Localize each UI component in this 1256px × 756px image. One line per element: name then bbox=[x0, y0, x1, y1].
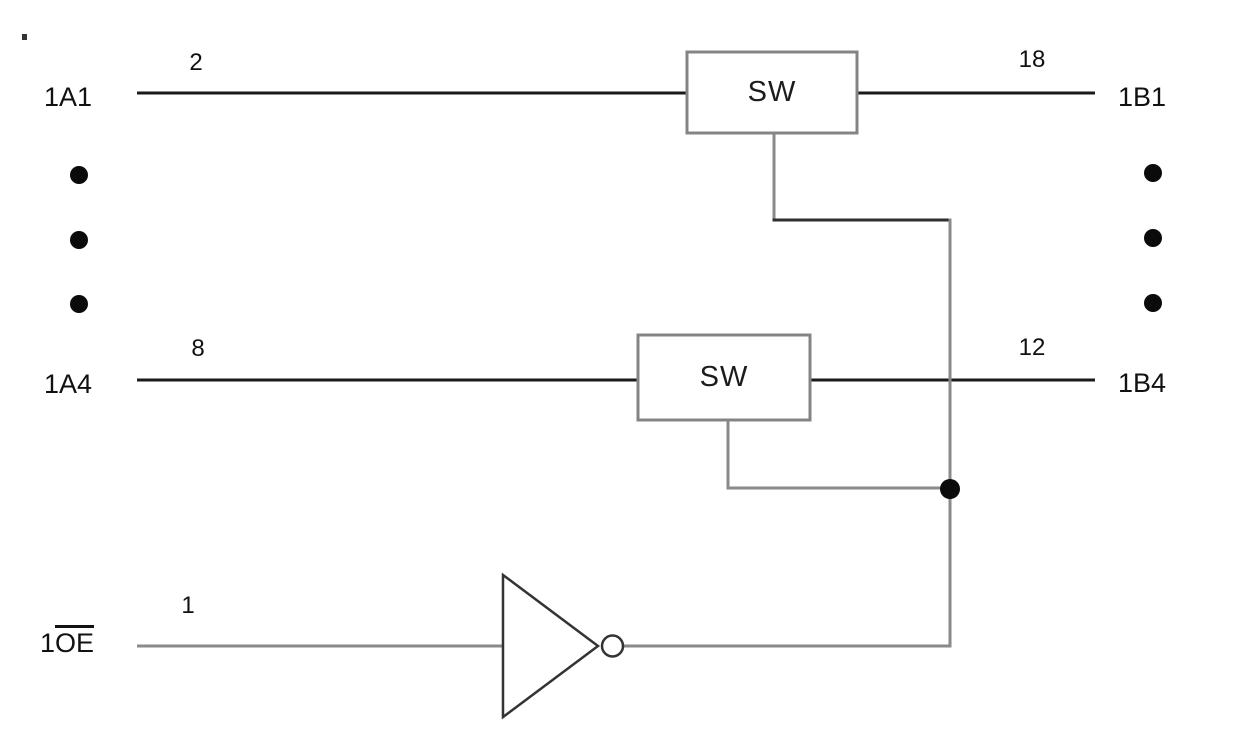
ellipsis-dot-left-1 bbox=[70, 166, 88, 184]
switch-2-label: SW bbox=[699, 361, 749, 393]
port-label-1b1: 1B1 bbox=[1118, 82, 1167, 112]
pin-number-2: 2 bbox=[189, 49, 203, 76]
pin-number-1: 1 bbox=[181, 592, 195, 619]
switch-1-label: SW bbox=[747, 76, 797, 108]
inverter-triangle-icon bbox=[501, 572, 601, 720]
port-label-1b4: 1B4 bbox=[1118, 368, 1167, 398]
oe-overline-text: OE bbox=[55, 625, 95, 657]
pin-number-12: 12 bbox=[1018, 334, 1046, 361]
switch-box-1 bbox=[685, 50, 859, 135]
pin-number-8: 8 bbox=[191, 335, 205, 362]
switch-box-2 bbox=[636, 333, 812, 422]
port-label-1a4: 1A4 bbox=[44, 369, 93, 399]
ellipsis-dot-right-1 bbox=[1144, 164, 1162, 182]
ellipsis-dot-right-3 bbox=[1144, 294, 1162, 312]
print-artifact-dot bbox=[22, 34, 27, 40]
inverter-bubble-icon bbox=[600, 634, 625, 658]
oe-prefix: 1 bbox=[40, 628, 56, 658]
pin-number-18: 18 bbox=[1018, 46, 1046, 73]
junction-dot bbox=[940, 479, 960, 499]
ellipsis-dot-left-2 bbox=[70, 231, 88, 249]
port-label-1a1: 1A1 bbox=[44, 82, 93, 112]
ellipsis-dot-left-3 bbox=[70, 295, 88, 313]
ellipsis-dot-right-2 bbox=[1144, 229, 1162, 247]
